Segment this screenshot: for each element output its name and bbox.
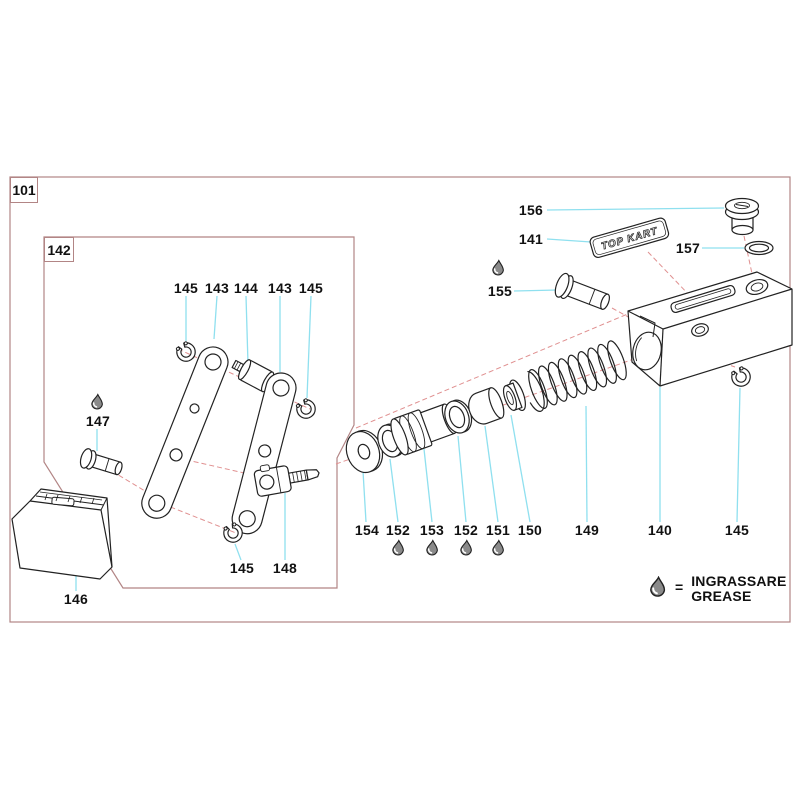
part-label-148: 148 [272, 560, 298, 576]
grease-drop-icon [391, 539, 405, 557]
grease-drop-icon [491, 539, 505, 557]
part-label-144: 144 [233, 280, 259, 296]
frame-101 [9, 176, 791, 623]
part-label-145: 145 [229, 560, 255, 576]
oring-152-b [444, 399, 473, 434]
pedal-pad-146 [11, 488, 113, 580]
name-plate-141: TOP KART [589, 217, 670, 259]
circlip-145-b [292, 395, 320, 423]
grease-drop-icon [459, 539, 473, 557]
part-label-151: 151 [485, 522, 511, 538]
frame-142 [43, 236, 355, 589]
part-label-140: 140 [647, 522, 673, 538]
frame-label-142: 142 [44, 237, 74, 262]
oring-157 [744, 240, 774, 256]
part-label-153: 153 [419, 522, 445, 538]
part-label-154: 154 [354, 522, 380, 538]
lever-arm-143-front [231, 372, 297, 535]
grease-drop-icon [90, 393, 104, 411]
part-label-152: 152 [453, 522, 479, 538]
cap-156 [724, 197, 760, 236]
spring-149 [527, 340, 627, 412]
part-label-156: 156 [518, 202, 544, 218]
part-label-155: 155 [487, 283, 513, 299]
lever-arm-143-rear [141, 346, 229, 519]
part-label-152: 152 [385, 522, 411, 538]
leader-lines [75, 207, 744, 591]
grease-drop-icon [648, 575, 667, 598]
legend-text-italian: INGRASSARE [691, 573, 787, 589]
cup-151 [468, 387, 505, 425]
clevis-148 [253, 464, 320, 497]
part-label-146: 146 [63, 591, 89, 607]
part-label-143: 143 [204, 280, 230, 296]
part-label-150: 150 [517, 522, 543, 538]
pin-147 [79, 448, 123, 476]
grease-drop-icon [491, 259, 505, 277]
part-label-147: 147 [85, 413, 111, 429]
legend-equals: = [675, 579, 684, 595]
part-label-149: 149 [574, 522, 600, 538]
cylinder-body-140 [627, 271, 793, 387]
part-label-143: 143 [267, 280, 293, 296]
part-label-145: 145 [298, 280, 324, 296]
washer-154 [345, 429, 384, 474]
legend-text-english: GREASE [691, 587, 752, 604]
parts-artwork: TOP KART [11, 197, 793, 580]
circlip-145-d [728, 364, 755, 391]
part-label-145: 145 [173, 280, 199, 296]
grease-legend: = INGRASSARE GREASE [648, 574, 787, 604]
part-label-141: 141 [518, 231, 544, 247]
part-label-145: 145 [724, 522, 750, 538]
collar-150 [502, 379, 526, 412]
pin-155 [554, 272, 611, 310]
grease-drop-icon [425, 539, 439, 557]
frame-label-101: 101 [10, 177, 38, 203]
part-label-157: 157 [675, 240, 701, 256]
